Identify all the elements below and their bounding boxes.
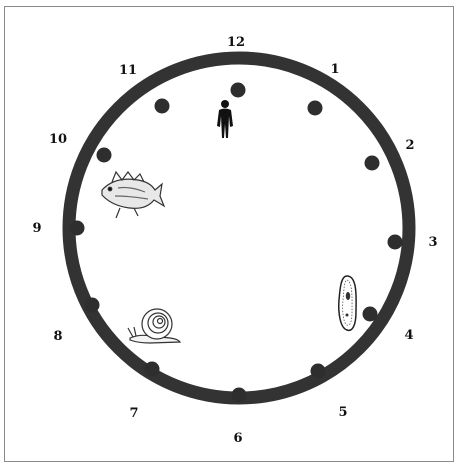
hour-dot-9 xyxy=(70,221,85,236)
hour-number-2: 2 xyxy=(405,138,414,153)
hour-dot-12 xyxy=(231,83,246,98)
hour-dot-4 xyxy=(363,307,378,322)
hour-dot-11 xyxy=(155,99,170,114)
hour-dot-3 xyxy=(388,235,403,250)
hour-number-7: 7 xyxy=(129,406,138,421)
hour-number-10: 10 xyxy=(49,132,67,147)
hour-number-5: 5 xyxy=(338,405,347,420)
hour-dot-10 xyxy=(97,148,112,163)
hour-number-12: 12 xyxy=(227,35,245,50)
hour-dot-7 xyxy=(145,362,160,377)
hour-number-4: 4 xyxy=(404,328,413,343)
human-silhouette-icon xyxy=(217,100,233,138)
hour-number-3: 3 xyxy=(428,235,437,250)
hour-number-9: 9 xyxy=(32,221,41,236)
paramecium-icon xyxy=(339,276,356,330)
hour-dot-2 xyxy=(365,156,380,171)
hour-dot-5 xyxy=(311,364,326,379)
hour-number-6: 6 xyxy=(233,431,242,446)
hour-number-1: 1 xyxy=(330,62,339,77)
hour-dot-1 xyxy=(308,101,323,116)
hour-dot-6 xyxy=(232,388,247,403)
hour-number-8: 8 xyxy=(53,329,62,344)
hour-number-11: 11 xyxy=(119,63,137,78)
hour-dot-8 xyxy=(85,298,100,313)
clock-ring xyxy=(69,58,409,398)
fish-icon xyxy=(102,172,164,218)
snail-icon xyxy=(128,309,180,343)
